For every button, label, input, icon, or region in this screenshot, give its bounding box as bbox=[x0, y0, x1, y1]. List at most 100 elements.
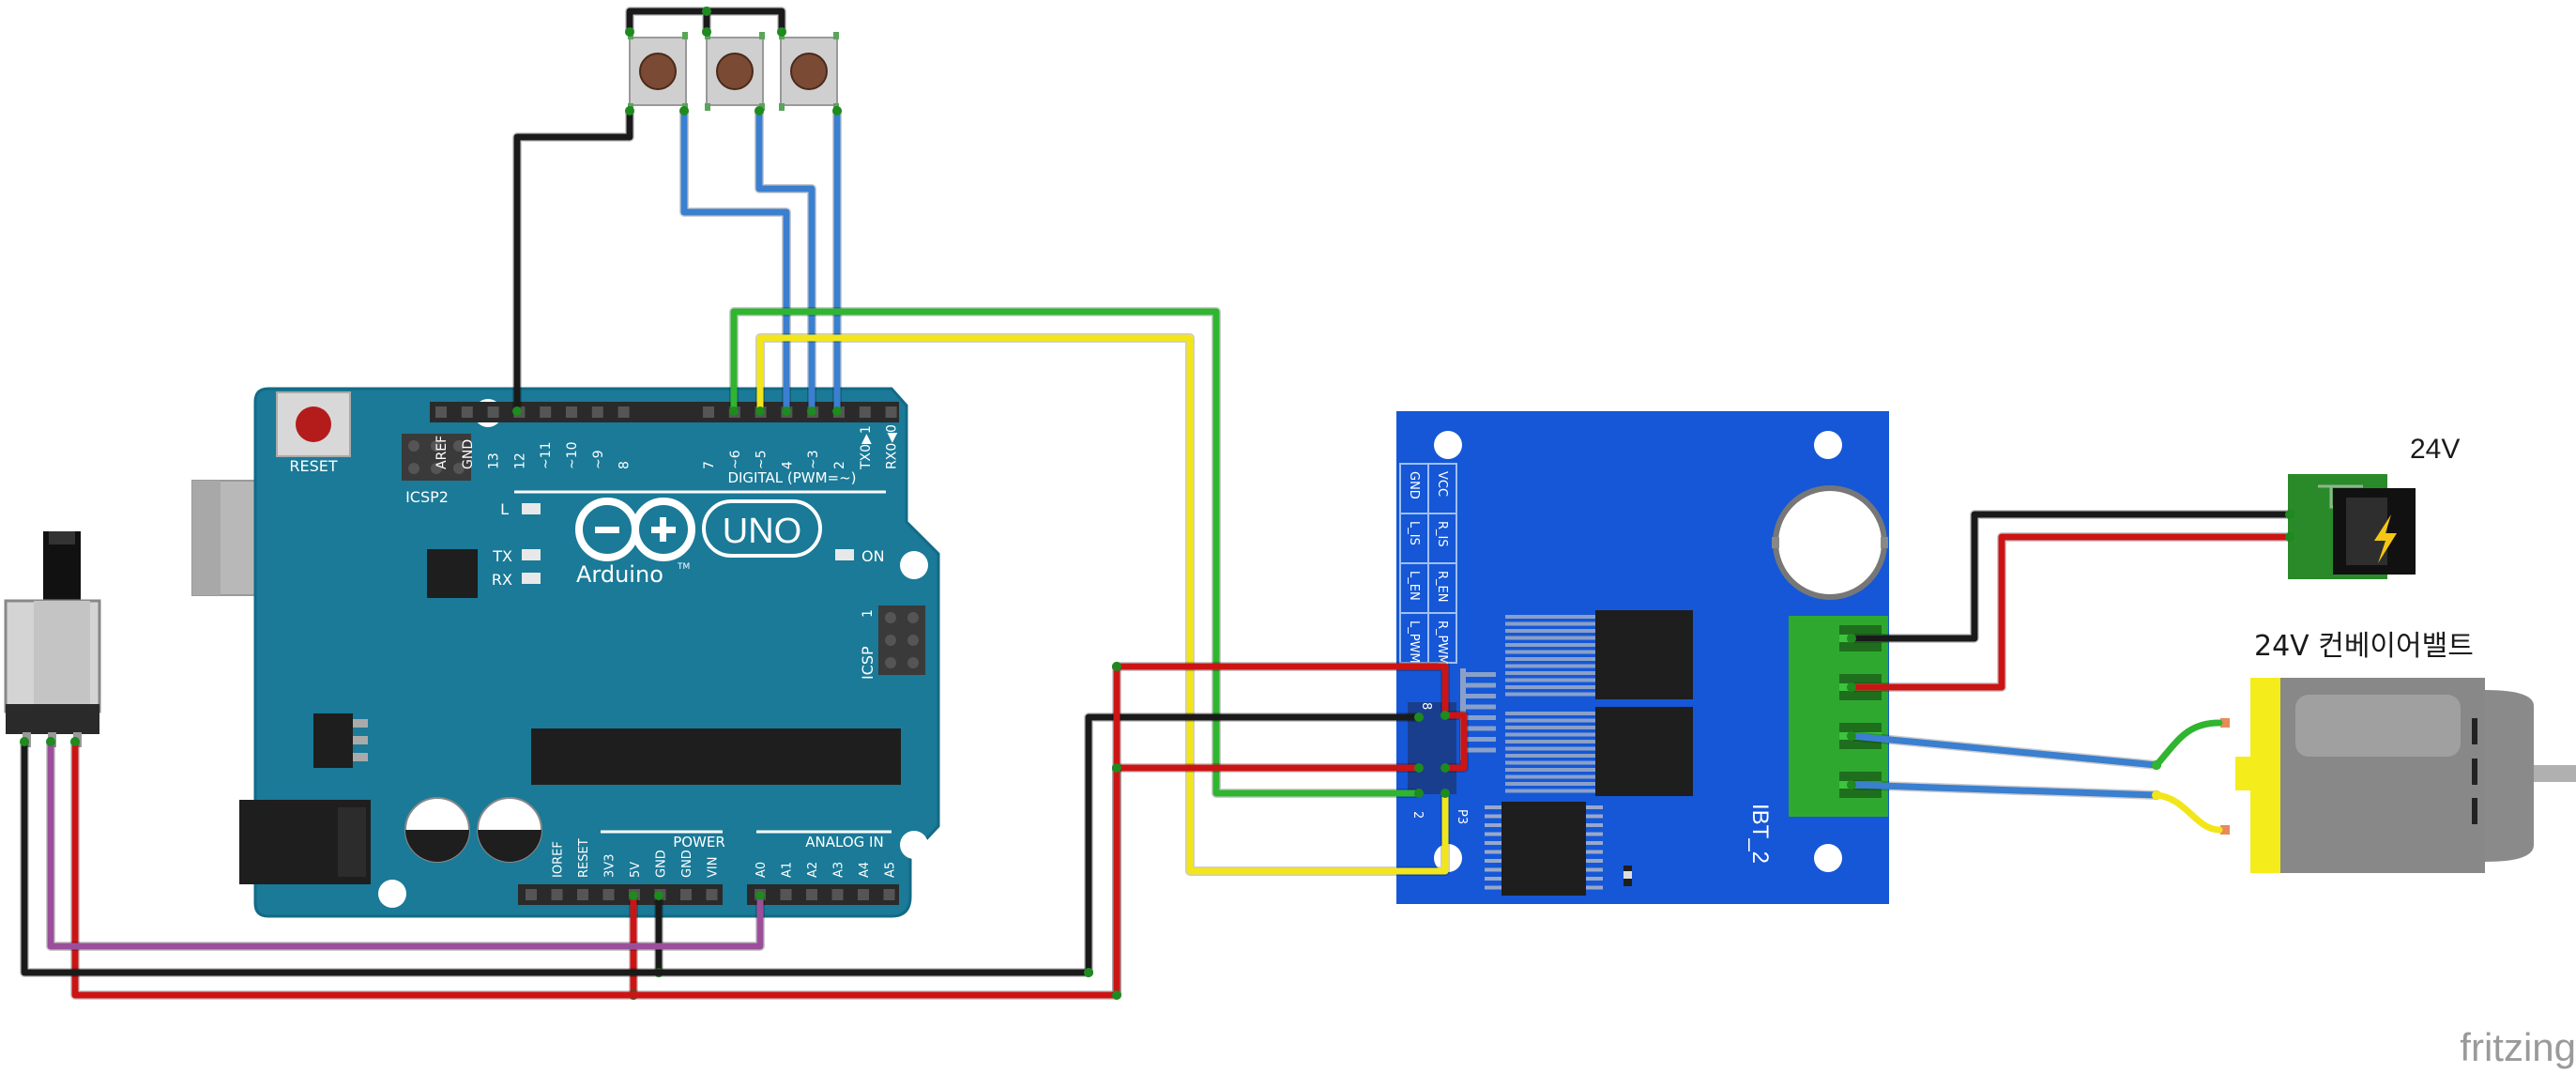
motor-wire bbox=[1848, 781, 2160, 799]
capacitor bbox=[404, 797, 470, 863]
pin-label: 13 bbox=[487, 452, 502, 469]
driver-pin-label: R_PWM bbox=[1435, 621, 1449, 665]
icsp-num-label: 1 bbox=[861, 609, 876, 618]
driver-ic-pins bbox=[1485, 805, 1603, 890]
pin-label: GND bbox=[655, 850, 669, 878]
icsp2-header bbox=[402, 434, 471, 481]
analog-label: ANALOG IN bbox=[805, 834, 883, 851]
atmega-chip bbox=[531, 728, 901, 785]
header-pin bbox=[706, 889, 718, 900]
button-wire-pin3 bbox=[755, 107, 815, 415]
arduino-tm: TM bbox=[677, 562, 690, 572]
arduino-brand: Arduino bbox=[576, 561, 663, 588]
digital-header bbox=[430, 402, 899, 422]
push-button bbox=[705, 32, 765, 111]
icsp-header bbox=[878, 605, 925, 675]
power-header bbox=[518, 884, 723, 905]
driver-pin-label: VCC bbox=[1435, 471, 1449, 497]
pin-label: 4 bbox=[780, 461, 795, 469]
header-pin bbox=[885, 406, 897, 418]
motor-wire bbox=[1848, 732, 2160, 769]
dc-motor bbox=[2218, 678, 2576, 873]
pin-label: VIN bbox=[707, 857, 721, 878]
header-pin bbox=[883, 889, 895, 900]
pin-label: ~11 bbox=[539, 441, 554, 469]
header-pin bbox=[461, 406, 473, 418]
pin-label: 2 bbox=[832, 461, 847, 469]
pwm-wire-yellow bbox=[756, 334, 1449, 875]
uno-badge bbox=[702, 499, 822, 558]
led-l-label: L bbox=[500, 500, 509, 518]
header-pin bbox=[526, 889, 537, 900]
pin-label: 3V3 bbox=[603, 854, 617, 878]
potentiometer bbox=[4, 531, 101, 747]
driver-capacitor bbox=[1773, 485, 1887, 600]
gnd-bus-wire bbox=[21, 738, 1092, 976]
led-rx-label: RX bbox=[492, 571, 512, 589]
pin-label: A2 bbox=[806, 862, 820, 878]
pin-label: ~3 bbox=[806, 450, 821, 469]
motor-lead-green bbox=[2153, 719, 2223, 769]
supply-pos-wire bbox=[1848, 533, 2294, 691]
pin-label: ~10 bbox=[565, 441, 580, 469]
button-common-wire bbox=[703, 8, 785, 36]
pin-label: 7 bbox=[702, 461, 717, 469]
led-tx-label: TX bbox=[492, 547, 512, 565]
wires bbox=[20, 7, 2294, 1000]
driver-pin-label: L_EN bbox=[1407, 571, 1421, 601]
push-button-group bbox=[628, 32, 839, 111]
usb-chip bbox=[427, 549, 478, 598]
supply-voltage-label: 24V bbox=[2410, 434, 2460, 465]
pin-label: AREF bbox=[434, 436, 450, 469]
header-num-8: 8 bbox=[1419, 702, 1433, 710]
supply-gnd-wire bbox=[1848, 511, 2294, 642]
reset-label: RESET bbox=[289, 457, 337, 475]
motor-lead-yellow bbox=[2153, 791, 2223, 834]
uno-label: UNO bbox=[723, 512, 801, 551]
en-bridge-wire bbox=[1441, 712, 1468, 772]
pin-label: GND bbox=[461, 439, 476, 469]
driver-pin-label: R_EN bbox=[1435, 571, 1449, 602]
analog-header bbox=[747, 884, 899, 905]
pin-label: 8 bbox=[617, 461, 633, 469]
header-pin bbox=[487, 406, 499, 418]
capacitor bbox=[477, 797, 542, 863]
pin-label: A1 bbox=[781, 862, 795, 878]
digital-label: DIGITAL (PWM=~) bbox=[727, 469, 856, 486]
pin-label: TX0▶1 bbox=[859, 425, 874, 470]
driver-name-label: IBT_2 bbox=[1747, 804, 1773, 864]
header-pin bbox=[703, 406, 714, 418]
header-pin bbox=[566, 406, 577, 418]
header-pin bbox=[551, 889, 563, 900]
pin-label: A4 bbox=[858, 862, 872, 878]
lightning-icon bbox=[2374, 514, 2397, 563]
pin-label: GND bbox=[680, 850, 694, 878]
voltage-regulator bbox=[313, 713, 368, 768]
mosfet-heatsink bbox=[1505, 712, 1595, 793]
icsp-label: ICSP bbox=[859, 646, 876, 680]
pin-label: A5 bbox=[884, 862, 898, 878]
bottom-header-pins bbox=[526, 889, 895, 900]
pin-label: A0 bbox=[755, 862, 769, 878]
mosfet bbox=[1595, 707, 1693, 796]
on-label: ON bbox=[861, 547, 885, 565]
header-pin bbox=[602, 889, 615, 900]
en-wire-red bbox=[1113, 663, 1449, 719]
driver-pin-label: GND bbox=[1407, 471, 1421, 499]
mosfet-heatsink bbox=[1505, 615, 1595, 697]
header-pin bbox=[591, 406, 603, 418]
conveyor-motor-label: 24V 컨베이어밸트 bbox=[2254, 630, 2474, 663]
pin-label: ~6 bbox=[728, 450, 743, 469]
header-p3: P3 bbox=[1455, 809, 1469, 824]
push-button bbox=[628, 32, 688, 111]
header-num-2: 2 bbox=[1410, 811, 1425, 819]
arduino-logo bbox=[575, 498, 695, 561]
pin-label: ~9 bbox=[591, 450, 606, 469]
